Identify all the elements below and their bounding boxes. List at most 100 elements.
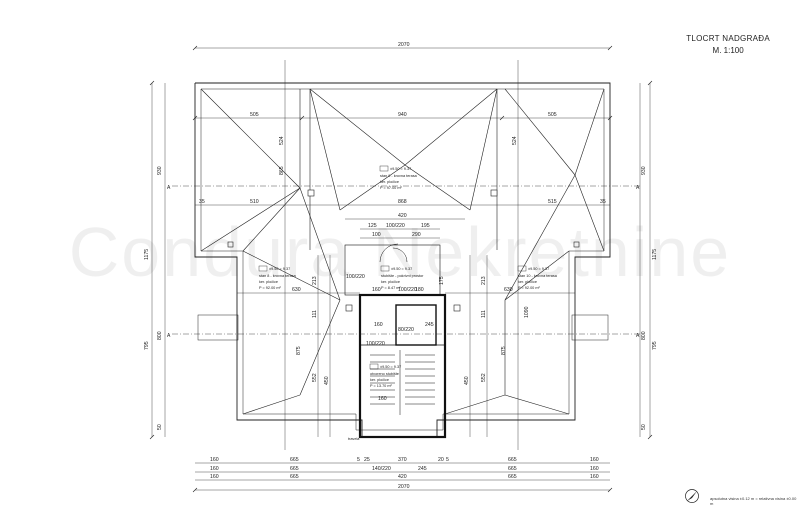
dim-top-row2-c: 868 [398, 199, 407, 205]
dim-bottom-r1-c: 5 [357, 457, 360, 463]
svg-text:stan 8 - krovna terasa: stan 8 - krovna terasa [259, 274, 297, 278]
dim-bottom-r3-b: 665 [290, 474, 299, 480]
watermark: Condura Nekretnine [68, 213, 732, 291]
dim-top-row1-b: 940 [398, 112, 407, 118]
svg-text:A: A [636, 185, 640, 191]
room-tag-stubiste: ±9.50 = 9.37 stubište - pokrivni prostor… [380, 265, 424, 290]
dim-top-overall: 2070 [398, 42, 410, 48]
dim-inner-9: 875 [501, 346, 507, 355]
dim-bottom-r2-a: 160 [210, 466, 219, 472]
svg-text:±9.50 = 9.37: ±9.50 = 9.37 [391, 267, 412, 271]
svg-text:±9.50 = 9.37: ±9.50 = 9.37 [390, 167, 411, 171]
section-markers: A A A A [167, 185, 640, 339]
dim-bottom-r1-g: 5 [446, 457, 449, 463]
svg-text:ker. pločice: ker. pločice [380, 180, 399, 184]
room-tags: ±9.50 = 9.37 stan 9 - krovna terasa ker.… [258, 165, 558, 441]
dim-inner-3: 524 [279, 136, 285, 145]
dim-bottom-r1-e: 370 [398, 457, 407, 463]
dim-bottom-r1-i: 160 [590, 457, 599, 463]
dim-top-row1-a: 505 [250, 112, 259, 118]
dim-mid-d: 195 [421, 223, 430, 229]
svg-text:±9.50 = 9.37: ±9.50 = 9.37 [380, 365, 401, 369]
svg-text:ker. pločice: ker. pločice [518, 280, 537, 284]
dim-right-outer-b: 795 [652, 341, 658, 350]
dim-bottom-r1-b: 665 [290, 457, 299, 463]
dim-inner-16: 160 [374, 322, 383, 328]
dim-bottom-r2-b: 665 [290, 466, 299, 472]
svg-text:stan 9 - krovna terasa: stan 9 - krovna terasa [380, 174, 418, 178]
dim-bottom-r2-f: 160 [590, 466, 599, 472]
dim-inner-12: 1090 [524, 306, 530, 318]
room-tag-otvoreno-stubiste: ±9.50 = 9.37 otvoreno stubište ker. ploč… [369, 363, 401, 388]
dim-inner-7: 450 [324, 376, 330, 385]
svg-text:A: A [167, 185, 171, 191]
dim-top-row2-a: 35 [199, 199, 205, 205]
dim-bottom-r3-e: 160 [590, 474, 599, 480]
dim-right-outer-a: 1175 [652, 249, 658, 260]
svg-text:P = 92.00 m²: P = 92.00 m² [518, 286, 541, 290]
svg-text:A: A [636, 333, 640, 339]
dim-wing-center2: 180 [415, 287, 424, 293]
dim-inner-4: 213 [312, 276, 318, 285]
svg-text:stubište - pokrivni prostor: stubište - pokrivni prostor [381, 274, 424, 278]
dim-bottom-r2-c: 140/220 [372, 466, 391, 472]
dim-wing-center: 160 [372, 287, 381, 293]
dim-left-inner-b: 800 [157, 331, 163, 340]
dim-left-inner-c: 50 [157, 424, 163, 430]
svg-text:P = 13.70 m²: P = 13.70 m² [370, 384, 393, 388]
room-tag-stan-8: ±9.50 = 9.37 stan 8 - krovna terasa ker.… [258, 265, 297, 290]
dim-wing-right: 630 [504, 287, 513, 293]
svg-text:P = 8.47 m²: P = 8.47 m² [381, 286, 401, 290]
svg-text:P = 97.00 m²: P = 97.00 m² [380, 186, 403, 190]
dimension-labels: 2070 505 940 505 35 510 868 515 35 420 1… [144, 42, 658, 490]
dim-bottom-r3-d: 665 [508, 474, 517, 480]
dim-top-row1-c: 505 [548, 112, 557, 118]
dim-inner-6: 552 [312, 373, 318, 382]
section-lines [172, 185, 640, 335]
dim-inner-5: 111 [312, 310, 318, 318]
svg-text:P = 92.00 m²: P = 92.00 m² [259, 286, 282, 290]
dim-inner-11: 450 [464, 376, 470, 385]
dim-wing-left: 630 [292, 287, 301, 293]
dim-bottom-r3-a: 160 [210, 474, 219, 480]
dim-right-inner-a: 930 [641, 166, 647, 175]
dim-inner-1: 865 [279, 166, 285, 175]
door-label-4: 100/220 [346, 274, 365, 280]
stair-core [344, 243, 447, 439]
dim-top-row2-e: 35 [600, 199, 606, 205]
svg-text:±9.50 = 9.37: ±9.50 = 9.37 [528, 267, 549, 271]
dim-bottom-overall: 2070 [398, 484, 410, 490]
roof-hip-lines [200, 88, 605, 415]
svg-text:A: A [167, 333, 171, 339]
svg-text:otvoreno stubište: otvoreno stubište [370, 372, 399, 376]
dim-bottom-r2-d: 245 [418, 466, 427, 472]
room-tag-stan-9: ±9.50 = 9.37 stan 9 - krovna terasa ker.… [379, 165, 418, 190]
door-label-3: 80/220 [398, 327, 414, 333]
svg-text:ker. pločice: ker. pločice [370, 378, 389, 382]
dim-inner-17: 245 [425, 322, 434, 328]
dim-inner-18: 160 [378, 396, 387, 402]
dim-bottom-r1-a: 160 [210, 457, 219, 463]
dim-left-outer-b: 795 [144, 341, 150, 350]
room-tag-stan-10: ±9.50 = 9.37 stan 10 - krovna terasa ker… [517, 265, 558, 290]
dimension-ticks [149, 45, 653, 493]
dim-bottom-r1-f: 20 [438, 457, 444, 463]
dim-mid-e: 100 [372, 232, 381, 238]
dimension-lines [151, 47, 651, 491]
svg-text:ker. pločice: ker. pločice [381, 280, 400, 284]
dim-inner-14: 213 [481, 276, 487, 285]
dim-bottom-r1-h: 665 [508, 457, 517, 463]
dim-inner-2: 524 [512, 136, 518, 145]
dim-mid-c: 100/220 [386, 223, 405, 229]
north-arrow-icon [685, 489, 699, 503]
dim-right-inner-b: 800 [641, 331, 647, 340]
roof-drains [227, 189, 580, 312]
dim-mid-a: 420 [398, 213, 407, 219]
dim-left-inner-a: 930 [157, 166, 163, 175]
dim-top-row2-d: 515 [548, 199, 557, 205]
dim-bottom-r2-e: 665 [508, 466, 517, 472]
drawing-scale: M. 1:100 [712, 46, 744, 55]
dim-bottom-r3-c: 420 [398, 474, 407, 480]
door-label-1: 100/220 [366, 341, 385, 347]
